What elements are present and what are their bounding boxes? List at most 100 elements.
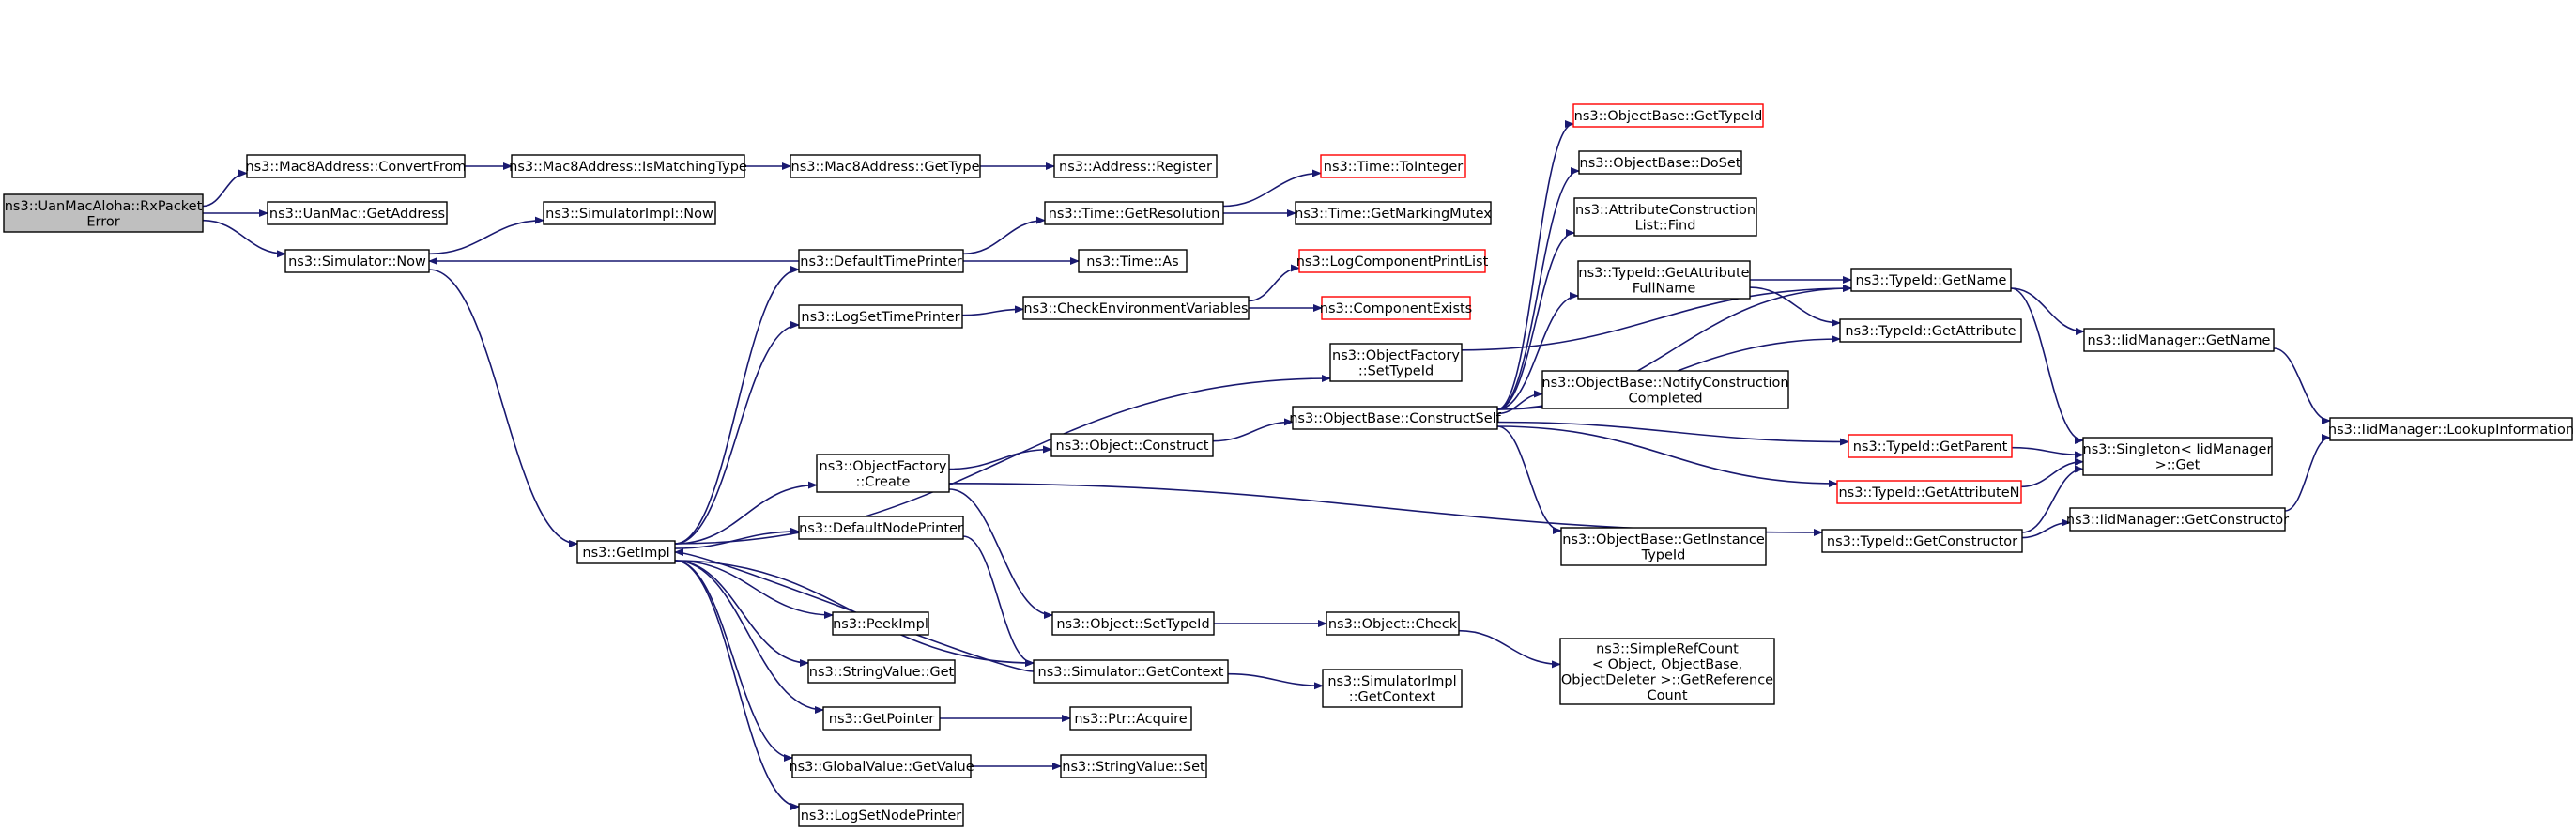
node-label: ns3::Object::SetTypeId [1056,617,1209,632]
node-checkenv[interactable]: ns3::CheckEnvironmentVariables [1022,296,1250,320]
node-label: ns3::ObjectBase::ConstructSelf [1289,411,1501,426]
node-box [1836,480,2022,504]
node-logsetnodeprinter[interactable]: ns3::LogSetNodePrinter [798,803,964,827]
node-time-getmarkingmutex[interactable]: ns3::Time::GetMarkingMutex [1295,201,1492,225]
node-typeid-getconstructor[interactable]: ns3::TypeId::GetConstructor [1821,529,2023,553]
node-time-tointeger[interactable]: ns3::Time::ToInteger [1320,154,1466,178]
node-label: ns3::StringValue::Set [1062,760,1205,775]
node-simimpl-now[interactable]: ns3::SimulatorImpl::Now [543,201,716,225]
node-getpointer[interactable]: ns3::GetPointer [822,706,941,731]
node-objbase-gettypeid[interactable]: ns3::ObjectBase::GetTypeId [1572,103,1764,128]
node-box [1053,154,1218,178]
node-simplerefcount[interactable]: ns3::SimpleRefCount< Object, ObjectBase,… [1559,638,1775,705]
edge-iidmanager-getname-to-iidmanager-lookupinfo [2273,347,2331,424]
node-stringvalue-set[interactable]: ns3::StringValue::Set [1060,754,1207,778]
node-label: ns3::TypeId::GetConstructor [1827,534,2017,549]
node-peekimpl[interactable]: ns3::PeekImpl [832,611,929,636]
node-objfactory-settypeid[interactable]: ns3::ObjectFactory::SetTypeId [1329,343,1463,382]
node-simulator-now[interactable]: ns3::Simulator::Now [284,249,430,273]
node-objbase-doset[interactable]: ns3::ObjectBase::DoSet [1578,150,1742,175]
node-iidmanager-getname[interactable]: ns3::IidManager::GetName [2083,328,2275,352]
node-box [1321,296,1471,320]
node-label: ns3::Time::As [1086,254,1178,270]
node-label: ns3::DefaultNodePrinter [799,521,963,536]
node-box [1578,150,1742,175]
node-label: ns3::Ptr::Acquire [1074,712,1187,727]
node-logcomponentprintlist[interactable]: ns3::LogComponentPrintList [1296,249,1489,273]
node-label: >::Get [2155,457,2200,472]
node-label: ns3::ObjectBase::NotifyConstruction [1541,376,1788,391]
node-box [1541,370,1789,409]
node-label: ns3::Mac8Address::GetType [791,160,980,175]
node-label: ns3::ObjectFactory [820,459,947,474]
node-address-register[interactable]: ns3::Address::Register [1053,154,1218,178]
node-defaulttimeprinter[interactable]: ns3::DefaultTimePrinter [798,249,964,273]
node-box [511,154,745,178]
edge-root-to-mac8-convertfrom [202,169,248,208]
edge-iidmanager-getconstructor-to-iidmanager-lookupinfo [2284,434,2331,512]
node-time-as[interactable]: ns3::Time::As [1078,249,1188,273]
node-label: ns3::StringValue::Get [809,665,955,680]
edge-getimpl-to-objfactory-settypeid [674,375,1331,545]
node-mac8-convertfrom[interactable]: ns3::Mac8Address::ConvertFrom [245,154,467,178]
node-box [1326,611,1460,636]
node-typeid-getattributen[interactable]: ns3::TypeId::GetAttributeN [1836,480,2022,504]
node-box [1078,249,1188,273]
node-box [1577,260,1751,300]
node-getimpl[interactable]: ns3::GetImpl [576,540,676,564]
node-label: ns3::SimpleRefCount [1596,641,1739,656]
node-label: < Object, ObjectBase, [1592,657,1742,672]
node-simulator-getcontext[interactable]: ns3::Simulator::GetContext [1033,659,1229,684]
node-defaultnodeprinter[interactable]: ns3::DefaultNodePrinter [798,516,964,540]
node-typeid-getparent[interactable]: ns3::TypeId::GetParent [1848,434,2013,458]
edge-getimpl-to-logsettimeprinter [674,321,800,545]
node-label: ns3::Singleton< IidManager [2083,442,2273,457]
node-label: ns3::TypeId::GetAttributeN [1838,485,2019,501]
node-mac8-ismatching[interactable]: ns3::Mac8Address::IsMatchingType [509,154,747,178]
node-objbase-notify[interactable]: ns3::ObjectBase::NotifyConstructionCompl… [1541,370,1789,409]
node-objbase-constructself[interactable]: ns3::ObjectBase::ConstructSelf [1289,406,1502,430]
node-uanmac-getaddress[interactable]: ns3::UanMac::GetAddress [267,201,448,225]
node-typeid-getname[interactable]: ns3::TypeId::GetName [1850,268,2012,292]
node-label: ns3::GlobalValue::GetValue [789,760,974,775]
node-label: ns3::Address::Register [1059,160,1212,175]
node-globalvalue-getvalue[interactable]: ns3::GlobalValue::GetValue [789,754,974,778]
node-logsettimeprinter[interactable]: ns3::LogSetTimePrinter [798,304,963,329]
node-box [2329,417,2573,441]
node-box [267,201,448,225]
edge-checkenv-to-logcomponentprintlist [1248,264,1300,302]
node-componentexists[interactable]: ns3::ComponentExists [1320,296,1473,320]
edges-layer [202,120,2331,810]
node-objfactory-create[interactable]: ns3::ObjectFactory::Create [816,454,950,493]
node-box [1292,406,1498,430]
node-box [1839,318,2022,343]
edge-getimpl-to-objfactory-create [674,481,818,545]
node-box [798,249,964,273]
edge-objfactory-create-to-object-construct [948,445,1052,470]
node-label: ns3::Object::Check [1328,617,1458,632]
node-object-check[interactable]: ns3::Object::Check [1326,611,1460,636]
node-typeid-getattribute[interactable]: ns3::TypeId::GetAttribute [1839,318,2022,343]
node-box [1559,638,1775,705]
node-simimpl-getcontext[interactable]: ns3::SimulatorImpl::GetContext [1322,669,1463,708]
node-iidmanager-lookupinfo[interactable]: ns3::IidManager::LookupInformation [2328,417,2574,441]
node-object-settypeid[interactable]: ns3::Object::SetTypeId [1051,611,1215,636]
node-label: ns3::UanMacAloha::RxPacket [5,199,203,214]
node-label: ::Create [856,474,911,489]
node-time-getresolution[interactable]: ns3::Time::GetResolution [1044,201,1224,225]
node-iidmanager-getconstructor[interactable]: ns3::IidManager::GetConstructor [2066,507,2289,532]
node-box [832,611,929,636]
node-ptr-acquire[interactable]: ns3::Ptr::Acquire [1069,706,1192,731]
node-stringvalue-get[interactable]: ns3::StringValue::Get [807,659,956,684]
node-box [791,754,972,778]
node-singleton-get[interactable]: ns3::Singleton< IidManager >::Get [2082,437,2273,476]
node-mac8-gettype[interactable]: ns3::Mac8Address::GetType [790,154,981,178]
node-object-construct[interactable]: ns3::Object::Construct [1050,433,1214,457]
node-box [1322,669,1463,708]
node-label: ns3::GetPointer [829,712,935,727]
